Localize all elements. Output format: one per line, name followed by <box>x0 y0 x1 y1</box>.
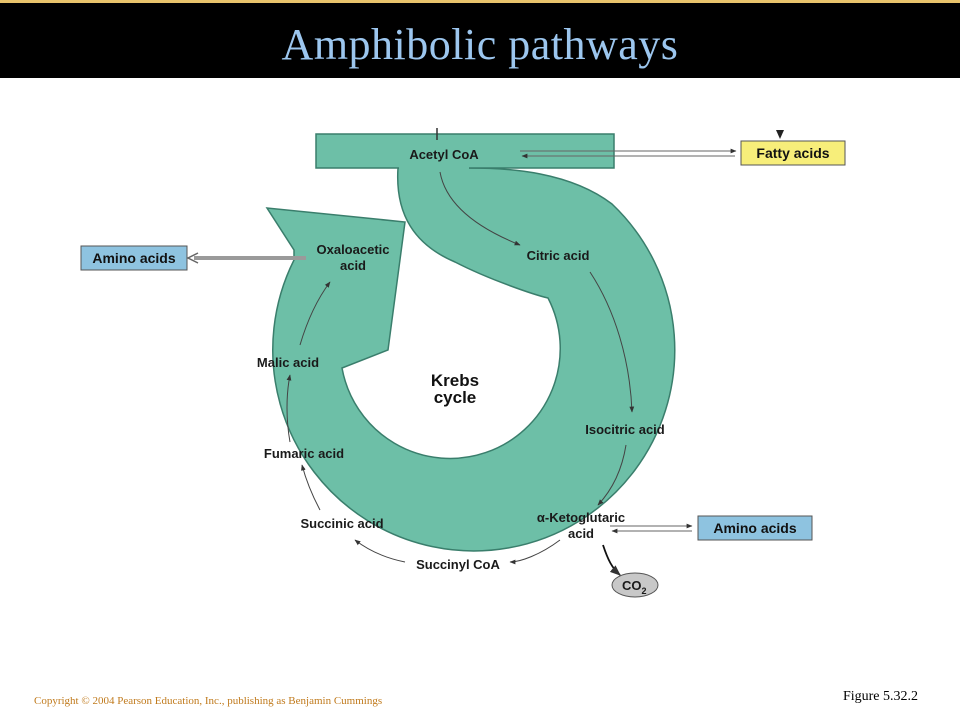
succinic-acid-label: Succinic acid <box>300 516 383 531</box>
amino-acids-right-label: Amino acids <box>713 520 796 536</box>
amino-acids-left-label: Amino acids <box>92 250 175 266</box>
ketoglutaric-label-line2: acid <box>568 526 594 541</box>
oxaloacetic-label-line1: Oxaloacetic <box>317 242 390 257</box>
ketoglutaric-label-line1: α-Ketoglutaric <box>537 510 625 525</box>
cycle-label: cycle <box>434 388 477 407</box>
copyright-notice: Copyright © 2004 Pearson Education, Inc.… <box>34 695 383 707</box>
fumaric-acid-label: Fumaric acid <box>264 446 344 461</box>
succinyl-coa-label: Succinyl CoA <box>416 557 500 572</box>
co2-text: CO <box>622 578 642 593</box>
isocitric-acid-label: Isocitric acid <box>585 422 665 437</box>
co2-label: CO2 <box>622 578 647 596</box>
figure-reference: Figure 5.32.2 <box>842 689 918 704</box>
fatty-acids-box <box>740 140 846 166</box>
malic-acid-label: Malic acid <box>257 355 319 370</box>
acetyl-coa-label: Acetyl CoA <box>409 147 479 162</box>
title-bar: Amphibolic pathways <box>0 0 960 78</box>
fatty-acids-arrowhead <box>776 130 784 139</box>
slide-title: Amphibolic pathways <box>281 20 679 69</box>
co2-arrow <box>602 544 621 576</box>
citric-acid-label: Citric acid <box>527 248 590 263</box>
exchange-arrows <box>520 148 737 534</box>
cycle-band <box>265 167 676 552</box>
amino-acids-box-right <box>697 515 813 541</box>
amino-acids-box-left <box>80 245 188 271</box>
krebs-label: Krebs <box>431 371 479 390</box>
co2-subscript: 2 <box>642 586 647 596</box>
fatty-acids-label: Fatty acids <box>756 145 829 161</box>
co2-bubble <box>611 572 659 598</box>
cycle-arrows <box>286 171 635 565</box>
oxaloacetic-label-line2: acid <box>340 258 366 273</box>
